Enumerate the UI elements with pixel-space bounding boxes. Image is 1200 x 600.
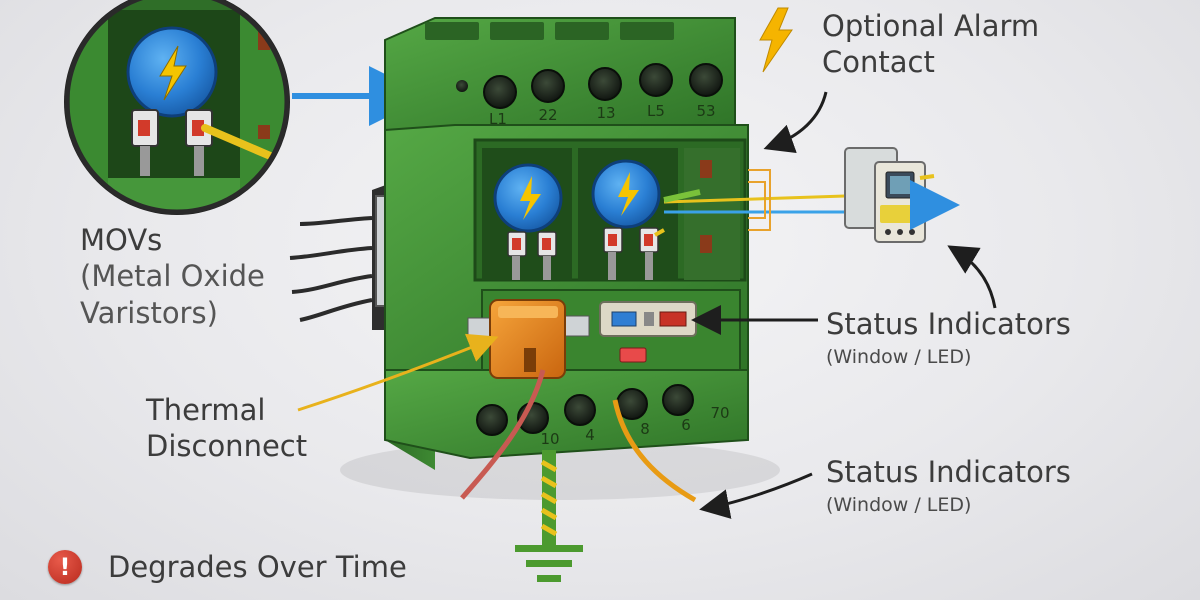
terminal-label-bottom-5: 70 <box>710 404 729 422</box>
status-indicators-label-2: Status Indicators (Window / LED) <box>826 454 1071 518</box>
arrow-status-module <box>947 245 997 309</box>
alarm-contact-module-icon <box>844 147 960 243</box>
ground-symbol-icon <box>515 545 583 582</box>
status-indicators-label-1: Status Indicators (Window / LED) <box>826 306 1071 370</box>
ground-conductor <box>540 450 558 545</box>
mov-disc-right <box>591 159 665 280</box>
status-window-device <box>599 301 697 363</box>
mov-zoom-inset <box>64 0 290 215</box>
thermal-disconnect-block <box>467 299 590 379</box>
movs-label: MOVs (Metal Oxide Varistors) <box>80 222 265 331</box>
status1-sub: (Window / LED) <box>826 346 972 369</box>
status2-title: Status Indicators <box>826 455 1071 489</box>
terminal-label-top-4: L5 <box>647 102 665 120</box>
terminal-label-bottom-2: 4 <box>585 426 595 444</box>
movs-sub1: (Metal Oxide <box>80 259 265 294</box>
optional-alarm-line2: Contact <box>822 45 935 80</box>
terminal-label-top-1: L1 <box>489 110 507 128</box>
lightning-icon <box>759 7 793 73</box>
arrow-thermal-disconnect <box>297 333 499 412</box>
status-wire-orange <box>612 399 697 503</box>
terminal-label-top-3: 13 <box>596 104 615 122</box>
movs-title: MOVs <box>80 223 163 257</box>
thermal-line1: Thermal <box>146 393 266 427</box>
terminal-label-top-5: 53 <box>696 102 715 120</box>
terminals-top <box>456 63 723 109</box>
terminal-label-bottom-3: 8 <box>640 420 650 438</box>
optional-alarm-line1: Optional Alarm <box>822 9 1040 43</box>
terminal-label-bottom-4: 6 <box>681 416 691 434</box>
thermal-wire-red <box>460 369 546 500</box>
lightning-icon <box>159 45 187 101</box>
degrades-label: Degrades Over Time <box>108 550 407 584</box>
terminal-label-bottom-1: 10 <box>540 430 559 448</box>
terminal-label-top-2: 22 <box>538 106 557 124</box>
mov-disc-left <box>493 163 563 280</box>
arrow-optional-alarm <box>763 91 828 154</box>
status2-sub: (Window / LED) <box>826 494 972 517</box>
optional-alarm-title: Optional Alarm Contact <box>822 8 1039 81</box>
warning-icon: ! <box>48 550 82 584</box>
status1-title: Status Indicators <box>826 307 1071 341</box>
movs-sub2: Varistors) <box>80 295 218 330</box>
alarm-contact-lines <box>663 169 846 231</box>
left-wires <box>289 216 373 322</box>
thermal-line2: Disconnect <box>146 429 308 464</box>
arrow-status-indicators-2 <box>699 472 813 519</box>
thermal-disconnect-label: Thermal Disconnect <box>146 392 307 465</box>
